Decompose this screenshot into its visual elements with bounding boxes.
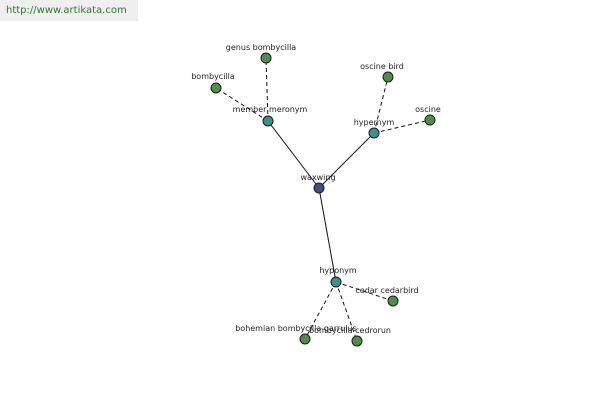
node-label-hypernym: hypernym (354, 118, 395, 127)
edge-hyponym-to-cedar-cedarbird (335, 281, 394, 302)
node-hyponym[interactable] (330, 276, 342, 288)
node-label-oscine: oscine (415, 105, 441, 114)
node-label-member-meronym: member meronym (233, 105, 308, 114)
node-label-oscine-bird: oscine bird (360, 62, 404, 71)
edge-waxwing-to-member-meronym (267, 120, 320, 189)
edge-hypernym-to-oscine-bird (373, 76, 389, 134)
edge-waxwing-to-hypernym (318, 132, 375, 189)
edge-waxwing-to-hyponym (318, 187, 337, 283)
node-label-hyponym: hyponym (319, 266, 357, 275)
node-label-bombycilla-cedrorun: bombycilla cedrorun (309, 326, 391, 335)
edge-member-meronym-to-bombycilla (215, 87, 269, 122)
node-label-genus-bombycilla: genus bombycilla (226, 43, 296, 52)
node-genus-bombycilla[interactable] (260, 52, 272, 64)
node-bombycilla[interactable] (210, 82, 222, 94)
node-label-bombycilla: bombycilla (191, 72, 235, 81)
node-member-meronym[interactable] (262, 115, 274, 127)
node-label-waxwing: waxwing (300, 173, 335, 182)
graph-labels: waxwing member meronym hypernym hyponym genu… (191, 43, 441, 335)
node-hypernym[interactable] (368, 127, 380, 139)
node-oscine[interactable] (424, 114, 436, 126)
edge-member-meronym-to-genus-bombycilla (265, 57, 269, 122)
node-waxwing[interactable] (313, 182, 325, 194)
node-bohemian-waxwing[interactable] (299, 333, 311, 345)
node-label-cedar-cedarbird: cedar cedarbird (355, 286, 418, 295)
node-bombycilla-cedrorun[interactable] (351, 335, 363, 347)
node-oscine-bird[interactable] (382, 71, 394, 83)
watermark-link[interactable]: http://www.artikata.com (0, 0, 138, 21)
node-cedar-cedarbird[interactable] (387, 295, 399, 307)
edge-hypernym-to-oscine (373, 119, 431, 134)
graph-nodes (210, 52, 436, 347)
graph-edges (215, 57, 431, 342)
edge-hyponym-to-bohemian-waxwing (304, 281, 337, 340)
edge-hyponym-to-bombycilla-cedrorun (335, 281, 358, 342)
node-label-bohemian-waxwing: bohemian bombycilla garrulus (235, 324, 357, 333)
